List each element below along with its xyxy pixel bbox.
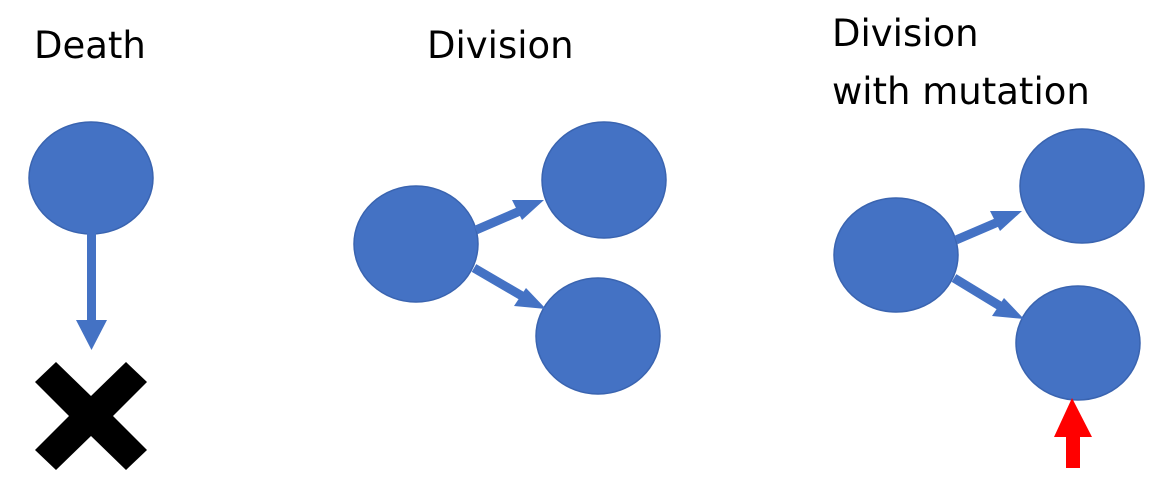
mutation-panel: Division with mutation	[832, 12, 1145, 468]
mutation-arrow-top	[954, 211, 1022, 245]
x-cross-icon	[35, 362, 147, 470]
division-panel: Division	[353, 24, 667, 395]
cell-parent-division	[353, 185, 479, 303]
cell-parent-mutation	[833, 197, 959, 313]
death-arrow	[76, 233, 107, 350]
mutation-title-line1: Division	[832, 12, 979, 55]
cell-daughter-top-mutation	[1019, 128, 1145, 244]
death-panel: Death	[28, 24, 154, 470]
cell-daughter-mutant	[1015, 285, 1141, 401]
red-up-arrow-icon	[1054, 398, 1092, 468]
cell-daughter-top-division	[541, 121, 667, 239]
death-title: Death	[34, 24, 146, 67]
mutation-arrow-bottom	[951, 274, 1024, 319]
cell-parent-death	[28, 121, 154, 235]
division-arrow-top	[474, 200, 544, 235]
division-title: Division	[427, 24, 574, 67]
cell-daughter-bottom-division	[535, 277, 661, 395]
division-arrow-bottom	[471, 264, 546, 309]
mutation-title-line2: with mutation	[832, 70, 1090, 113]
